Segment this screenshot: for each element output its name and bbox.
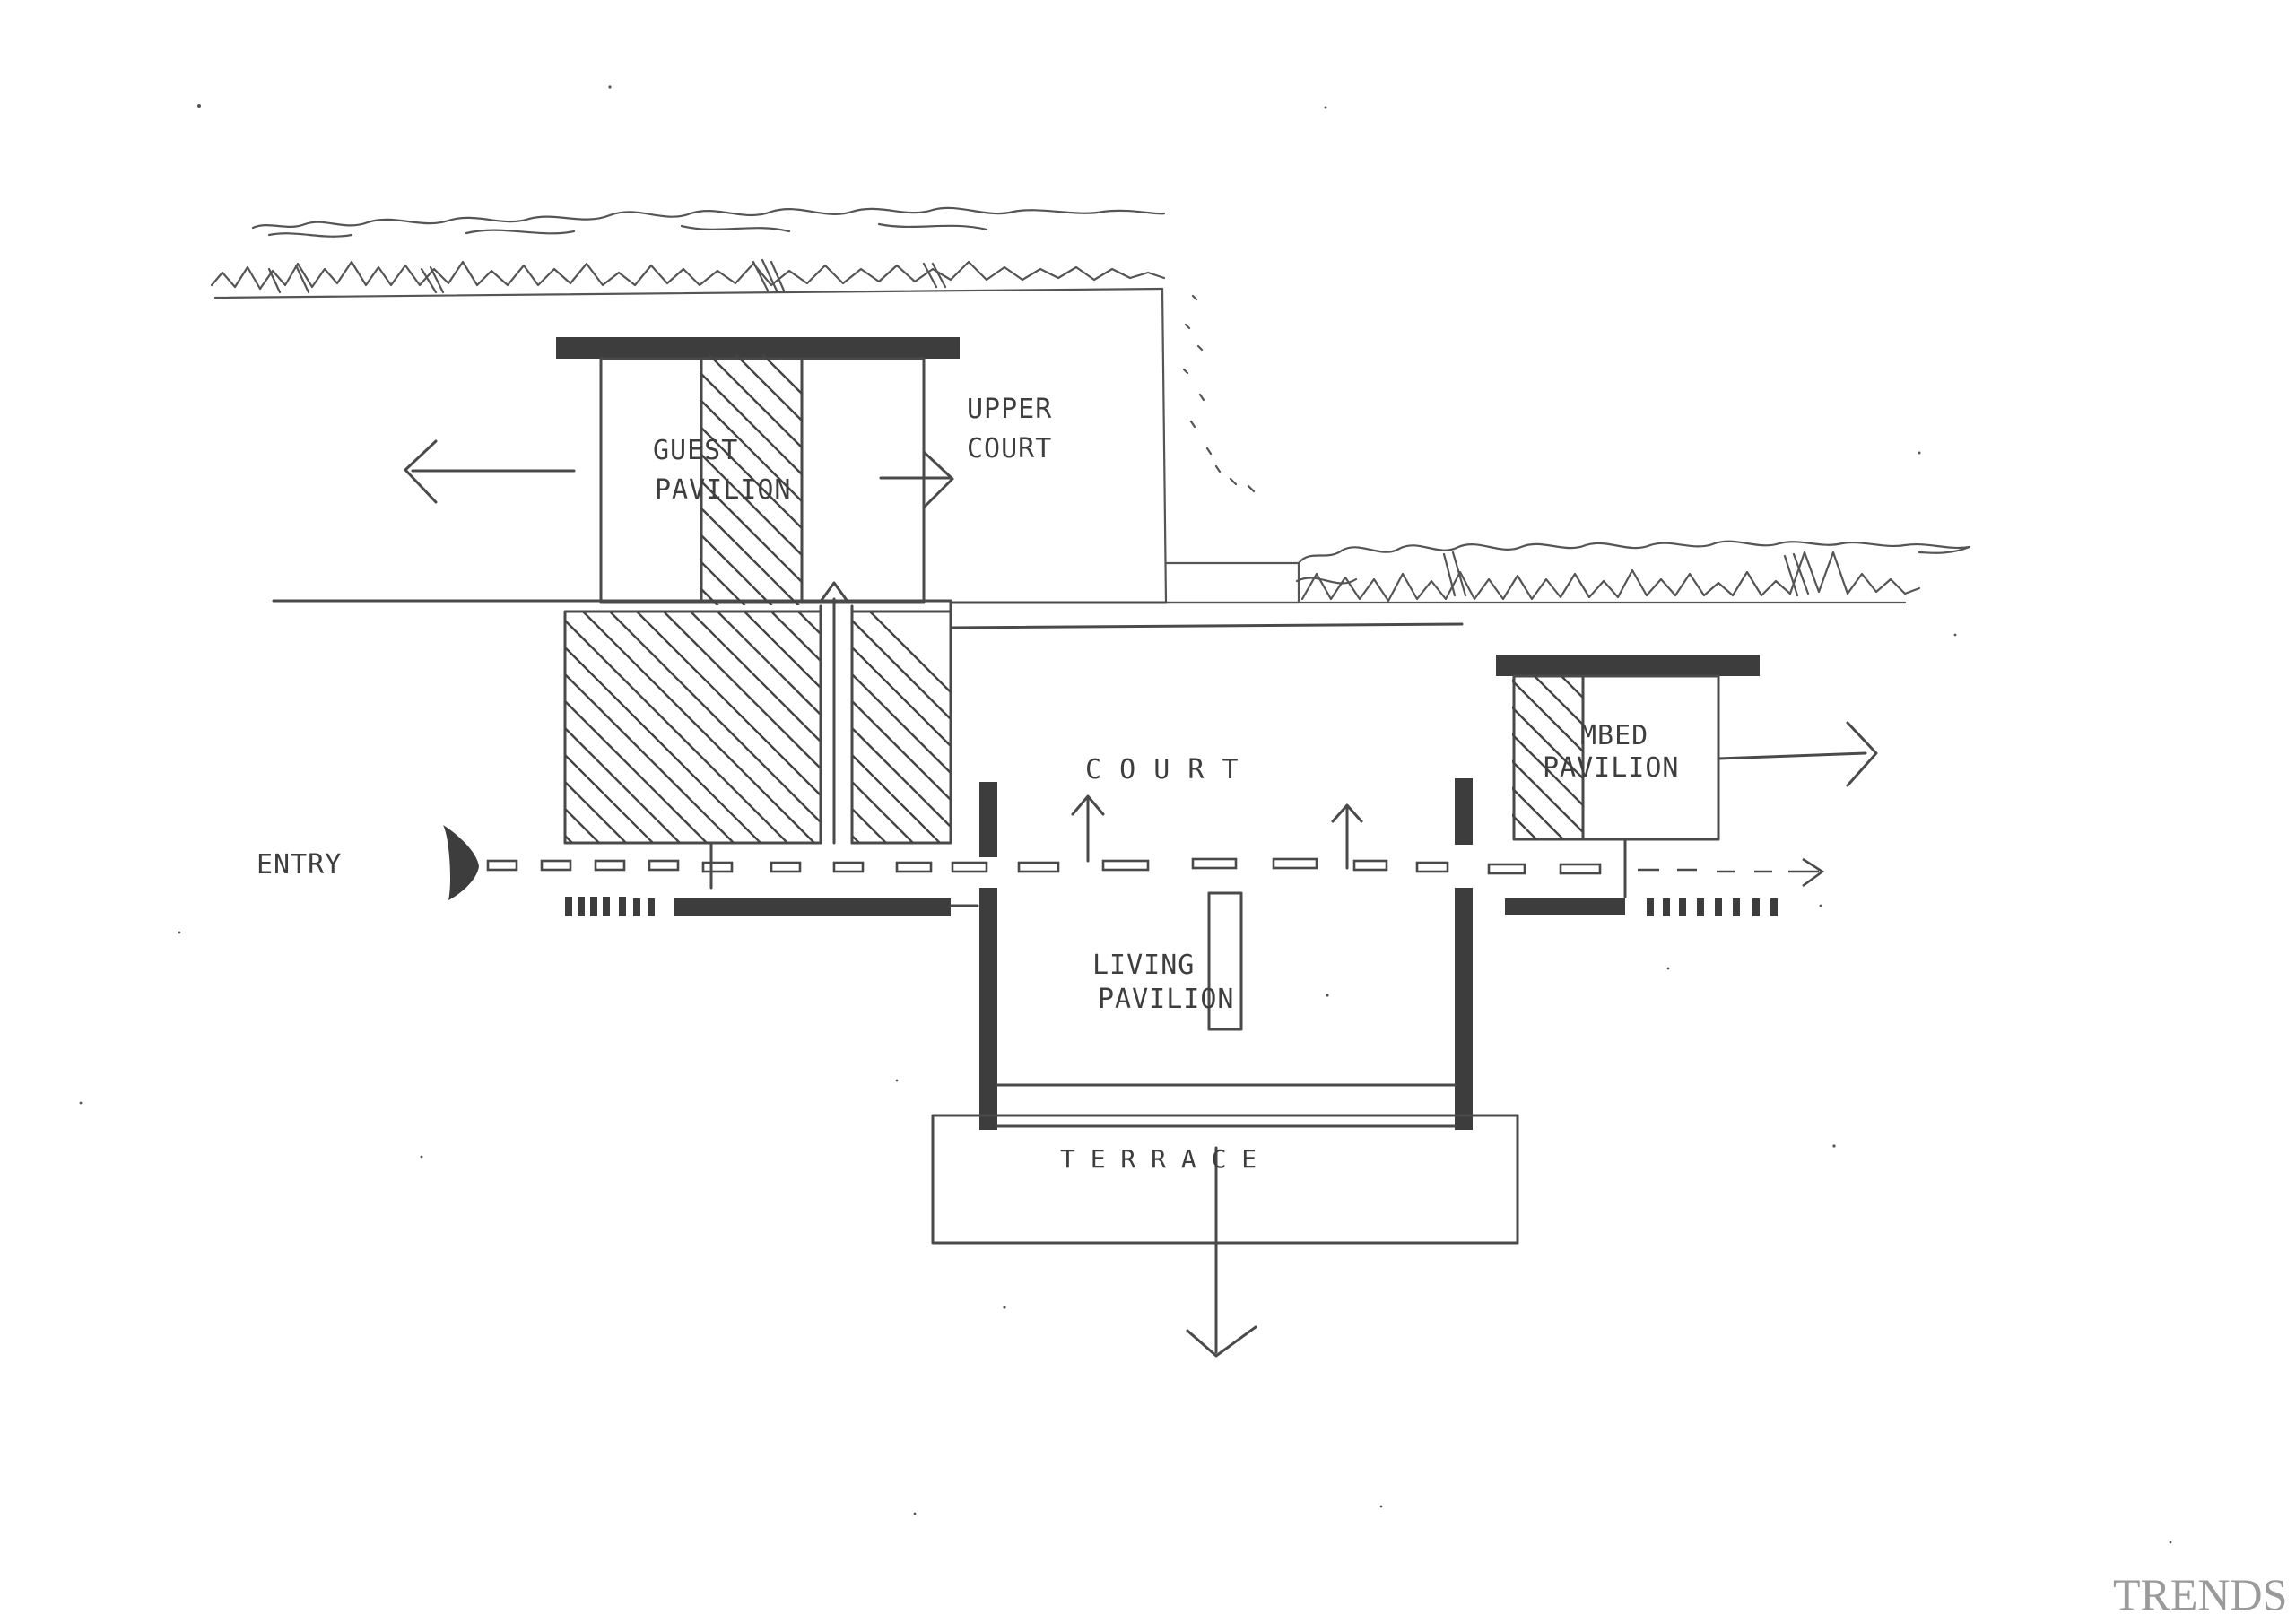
terrace-arrow-down (1186, 1146, 1257, 1358)
entry-wall-ticks-right (1647, 898, 1778, 916)
terrace-outline (931, 1114, 1519, 1245)
mbed-pavilion-label-line2: PAVILION (1543, 752, 1680, 784)
terrace-label: T E R R A C E (1060, 1144, 1257, 1174)
guest-pavilion-label-line1: GUEST (653, 435, 738, 466)
trends-watermark: TRENDS (2113, 1569, 2287, 1619)
court-arrow-1 (1071, 794, 1105, 863)
terrace (931, 1114, 1519, 1358)
court-label: C O U R T (1085, 754, 1239, 785)
living-wall-left (979, 888, 997, 1130)
mbed-pavilion (1496, 655, 1878, 898)
court-arrow-2 (1331, 803, 1363, 870)
mbed-hatching (1512, 675, 1584, 840)
mbed-roof-wall (1496, 655, 1760, 676)
guest-stair-arrow (818, 581, 850, 845)
guest-pavilion-hatching (700, 354, 803, 605)
guest-arrow-left (404, 439, 576, 504)
entry-wall-ticks-left (565, 897, 655, 916)
lower-vegetation-sketch (1164, 540, 1971, 604)
upper-vegetation-sketch (210, 206, 1168, 604)
guest-arrow-right (879, 450, 954, 509)
living-fireplace (1207, 891, 1243, 1031)
mbed-arrow-right (1717, 721, 1878, 787)
court-area (949, 622, 1473, 870)
entry-wall-left (674, 898, 951, 916)
slope-marks (1182, 294, 1256, 493)
guest-pavilion (404, 337, 960, 605)
living-pavilion-label-line1: LIVING (1092, 950, 1195, 981)
sketch-labels: UPPER COURT GUEST PAVILION C O U R T ENT… (257, 394, 1680, 1174)
circulation-path (443, 825, 1825, 916)
site-ground-line (272, 599, 1168, 604)
lower-hatched-blocks (563, 581, 952, 845)
entry-wall-right (1505, 898, 1625, 915)
paper-specks (79, 85, 2172, 1544)
court-wall-left (979, 782, 997, 857)
upper-court-label-line2: COURT (967, 433, 1052, 464)
living-wall-right (1455, 888, 1473, 1130)
guest-pavilion-roof-wall (556, 337, 960, 359)
living-pavilion (979, 888, 1473, 1130)
guest-pavilion-label-line2: PAVILION (655, 474, 792, 506)
entry-label: ENTRY (257, 849, 342, 881)
court-wall-right (1455, 778, 1473, 845)
entry-marker (443, 825, 479, 900)
upper-court-label-line1: UPPER (967, 394, 1052, 425)
mbed-pavilion-label-line1: MBED (1580, 720, 1648, 751)
living-pavilion-label-line2: PAVILION (1098, 984, 1235, 1015)
